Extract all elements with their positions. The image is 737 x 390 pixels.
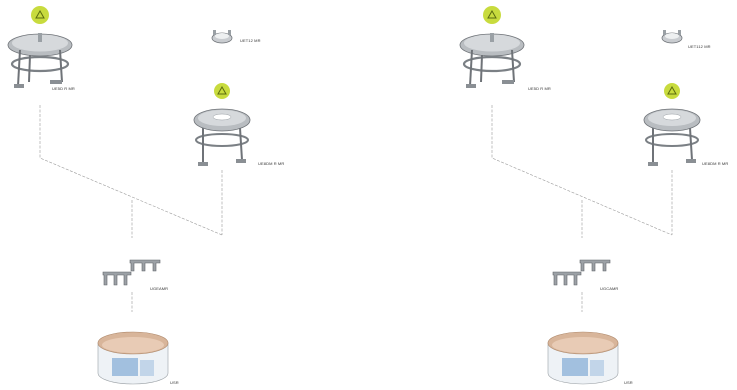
label-brackets: UGCAMR — [600, 286, 618, 291]
diagram-graphics-left — [0, 0, 368, 390]
tray-part-top-left — [8, 33, 72, 88]
sleeve-part — [98, 332, 168, 384]
tray-part-top-left — [460, 33, 524, 88]
label-mid-right-part: UE8DM R MR — [258, 161, 284, 166]
recycle-badge-icon — [31, 6, 49, 24]
recycle-badge-icon — [664, 83, 680, 99]
connector-lines — [492, 105, 672, 312]
ring-part-top-right — [212, 30, 232, 43]
label-top-left-part: UE5D R MR — [528, 86, 551, 91]
tray-part-mid-right — [644, 109, 700, 166]
label-brackets: UGEAMR — [150, 286, 168, 291]
bracket-parts — [553, 260, 610, 285]
tray-part-mid-right — [194, 109, 250, 166]
sleeve-part — [548, 332, 618, 384]
diagram-graphics-right — [452, 0, 737, 390]
label-mid-right-part: UE8DM R MR — [702, 161, 728, 166]
assembly-diagram-left: UE5D R MR UET12 MR UE8DM R MR UGEAMR USR — [0, 0, 368, 390]
recycle-badge-icon — [483, 6, 501, 24]
label-top-right-part: UET12 MR — [240, 38, 261, 43]
bracket-parts — [103, 260, 160, 285]
connector-lines — [40, 105, 222, 312]
recycle-badge-icon — [214, 83, 230, 99]
assembly-diagram-right: UE5D R MR UET112 MR UE8DM R MR UGCAMR US… — [452, 0, 737, 390]
label-top-right-part: UET112 MR — [688, 44, 711, 49]
label-sleeve: USR — [624, 380, 633, 385]
label-top-left-part: UE5D R MR — [52, 86, 75, 91]
label-sleeve: USR — [170, 380, 179, 385]
ring-part-top-right — [662, 30, 682, 43]
